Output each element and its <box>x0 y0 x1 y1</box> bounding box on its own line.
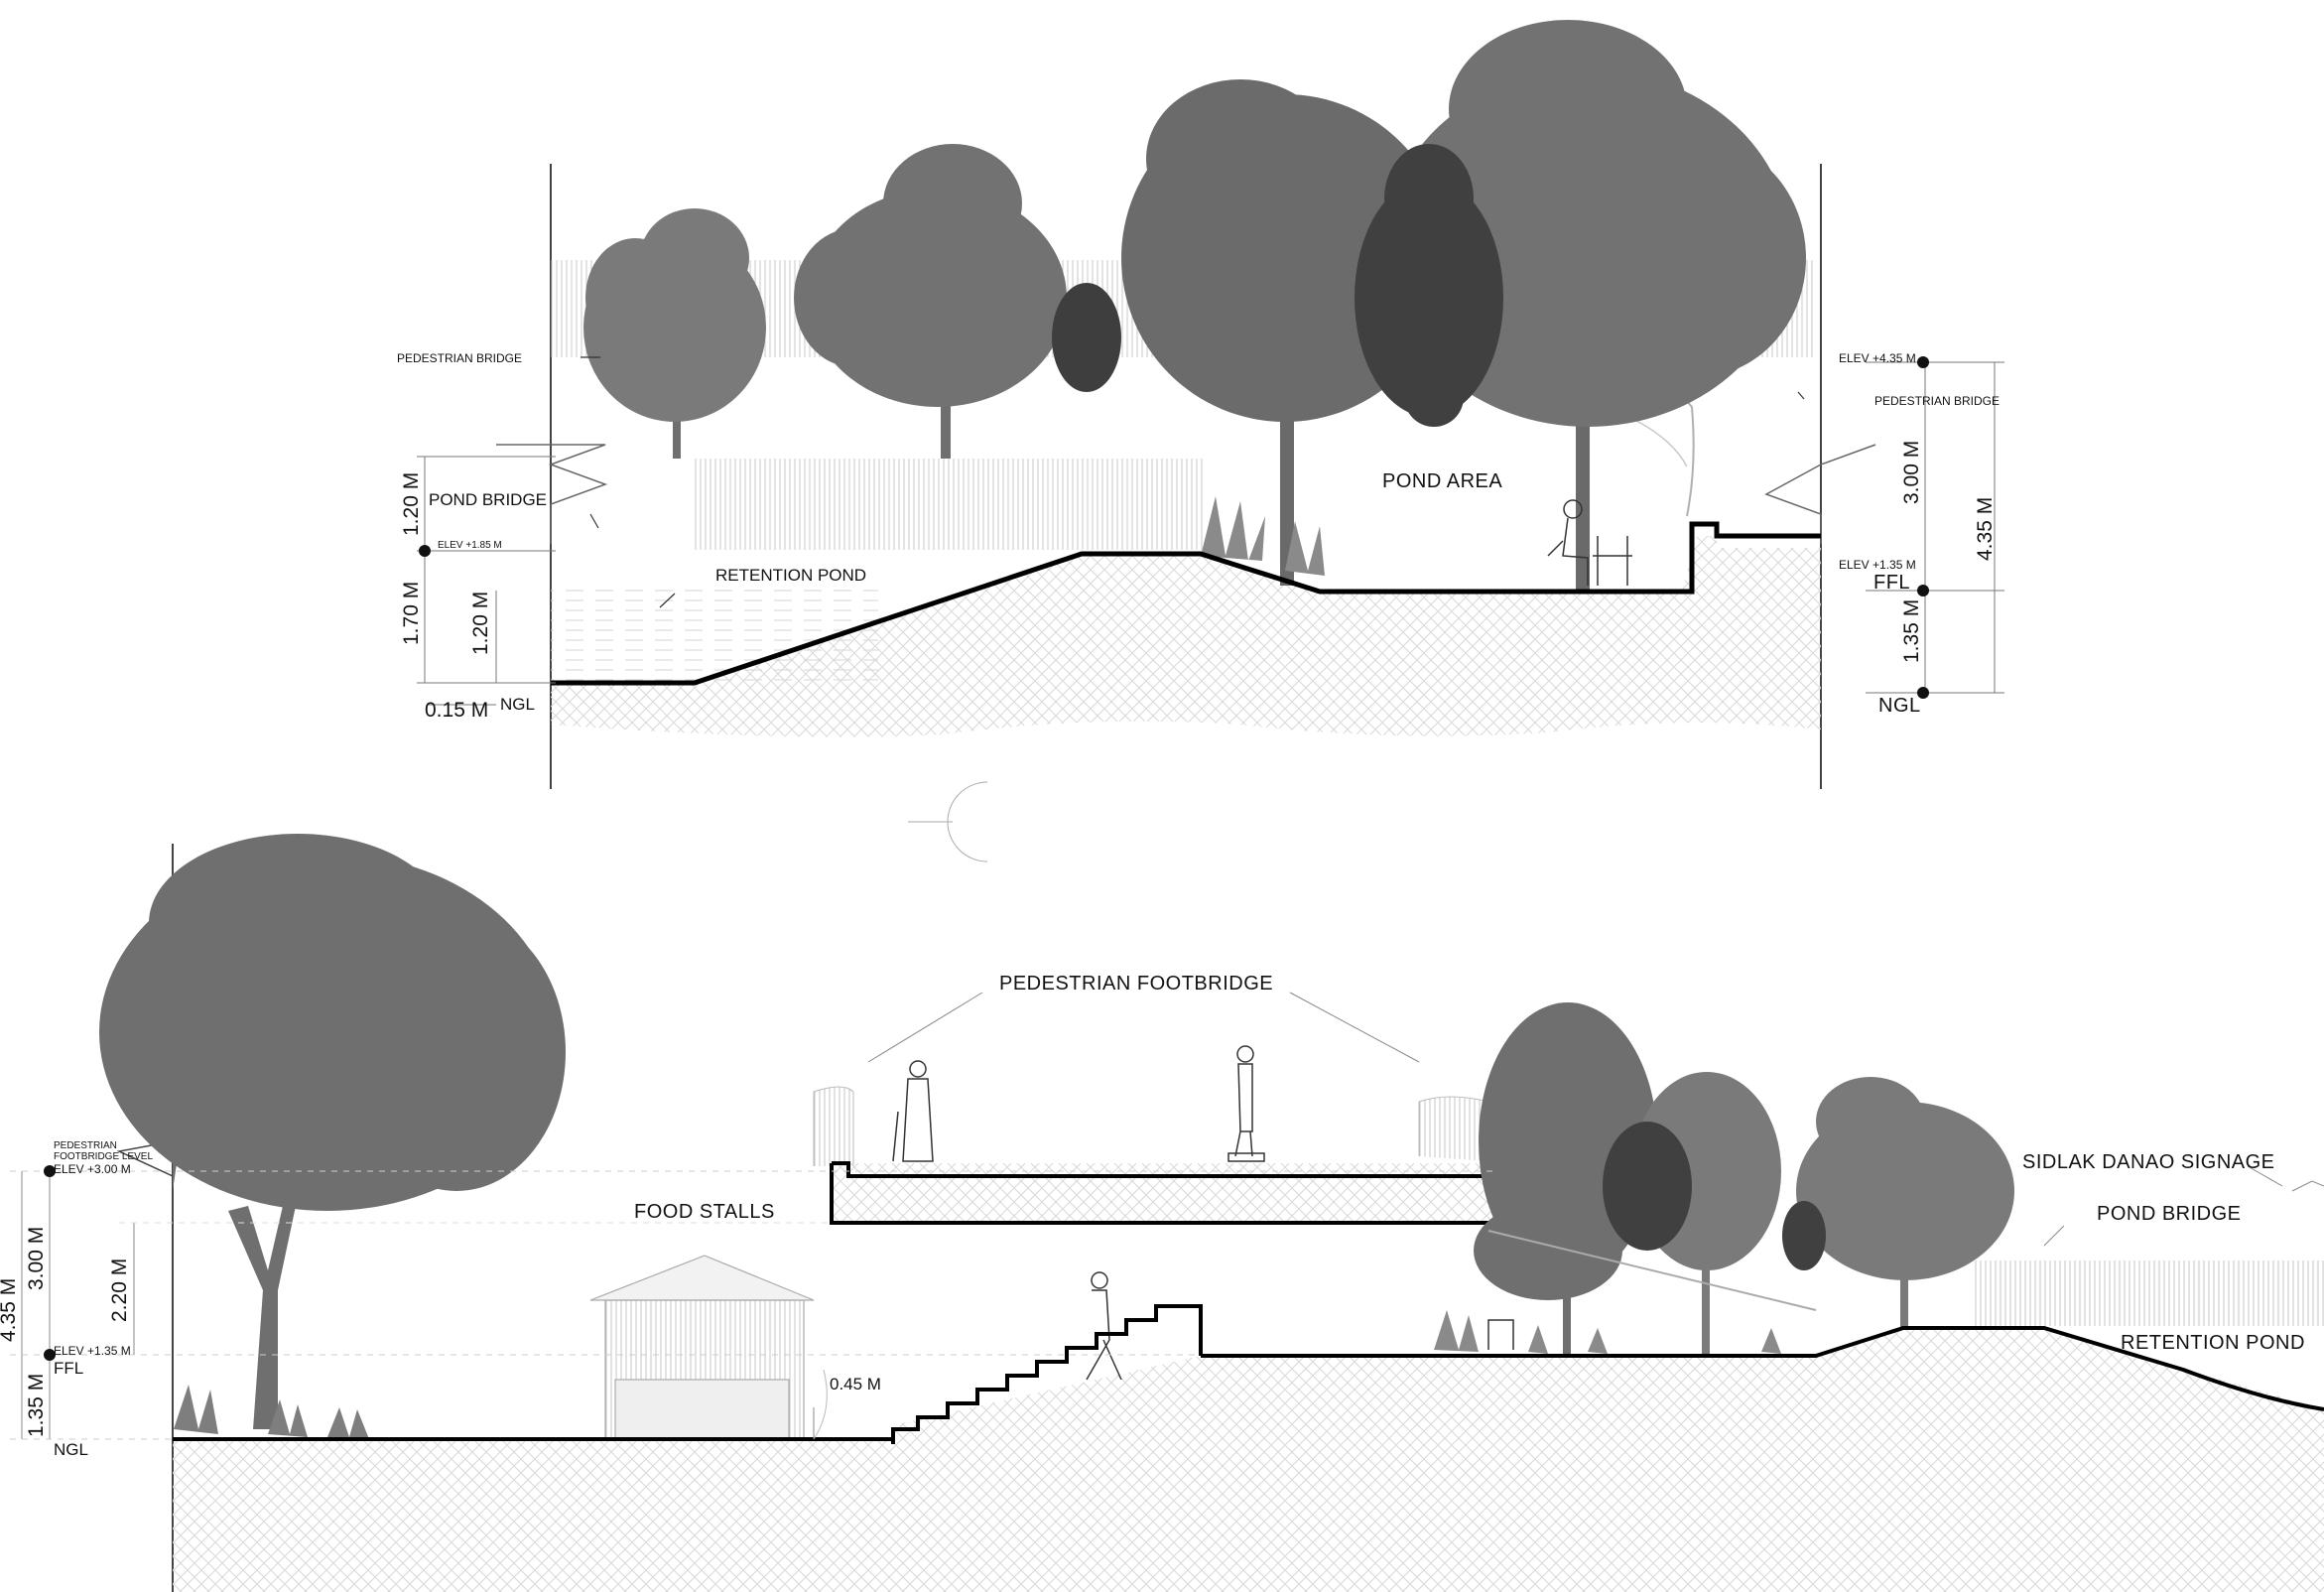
dim-a-left-mid: 1.70 M <box>400 581 423 645</box>
retention-pond-label: RETENTION POND <box>715 566 867 585</box>
sidlak-signage-label: SIDLAK DANAO SIGNAGE <box>2022 1151 2275 1173</box>
elev-435-label: ELEV +4.35 M <box>1839 351 1916 365</box>
dim-b-clearance: 2.20 M <box>108 1258 131 1322</box>
footbridge-level-label-line2: FOOTBRIDGE LEVEL <box>54 1151 154 1162</box>
food-stalls-label: FOOD STALLS <box>634 1201 775 1223</box>
section-b-ground-line <box>173 1326 2324 1441</box>
food-stall-kiosk <box>589 1255 815 1440</box>
section-a-shrubs <box>1201 496 1325 576</box>
elev-135-label: ELEV +1.35 M <box>1839 558 1916 572</box>
pedestrian-bridge-label-left: PEDESTRIAN BRIDGE <box>397 351 523 365</box>
section-a-elevation-markers <box>419 356 1929 699</box>
ngl-label-right: NGL <box>1878 695 1921 717</box>
retention-pond-label-b: RETENTION POND <box>2121 1332 2305 1354</box>
dim-b-total: 4.35 M <box>0 1278 20 1342</box>
dim-a-right-upper: 3.00 M <box>1900 440 1923 504</box>
section-a-left-dimensions <box>417 456 556 706</box>
elev-135-label-b: ELEV +1.35 M <box>54 1344 131 1358</box>
pond-area-label: POND AREA <box>1382 470 1503 492</box>
pond-bridge-label-b: POND BRIDGE <box>2097 1203 2242 1225</box>
elev-185-label: ELEV +1.85 M <box>438 540 502 551</box>
pond-bridge-railing <box>695 459 1206 550</box>
dim-a-right-lower: 1.35 M <box>1900 598 1923 663</box>
section-b-left-tree <box>99 834 566 1429</box>
section-a-trees <box>583 20 1806 592</box>
section-a-break-right <box>1764 444 1876 544</box>
section-a-break-left <box>496 444 608 544</box>
standing-figures <box>892 1045 1265 1381</box>
section-a-right-dimensions <box>1866 361 2004 694</box>
section-b-left-shrubs <box>174 1385 369 1439</box>
dim-a-left-bottom: 0.15 M <box>425 699 489 722</box>
section-b-ground-fill <box>173 1328 2324 1592</box>
stairs <box>891 1304 1203 1444</box>
step-height-label: 0.45 M <box>830 1375 881 1393</box>
ffl-label: FFL <box>1873 572 1911 594</box>
section-a-ground-line <box>551 521 1821 686</box>
dim-a-left-top: 1.20 M <box>400 471 423 536</box>
pedestrian-bridge-label-right: PEDESTRIAN BRIDGE <box>1874 394 2001 408</box>
seated-person-figure <box>1547 499 1632 586</box>
section-b-right-trees <box>1474 1002 2324 1355</box>
section-marker-circle <box>908 781 988 862</box>
pond-bridge-label: POND BRIDGE <box>429 490 548 509</box>
dim-a-right-total: 4.35 M <box>1974 496 1997 561</box>
dim-a-left-inner: 1.20 M <box>469 591 492 655</box>
section-b-elevation-markers <box>44 1165 56 1361</box>
dim-b-upper: 3.00 M <box>25 1226 48 1290</box>
footbridge-level-label-line1: PEDESTRIAN <box>54 1140 117 1151</box>
section-b-dimensions <box>10 1170 1498 1440</box>
section-a-ground-fill <box>551 536 1821 737</box>
dim-b-lower: 1.35 M <box>25 1373 48 1437</box>
ngl-label-b: NGL <box>54 1440 88 1459</box>
section-b <box>10 834 2324 1592</box>
section-a <box>417 20 2004 789</box>
ngl-label-left: NGL <box>500 695 535 714</box>
pedestrian-footbridge-structure <box>813 1086 1500 1225</box>
section-b-right-shrubs <box>1434 1310 1781 1354</box>
pedestrian-footbridge-label: PEDESTRIAN FOOTBRIDGE <box>999 973 1274 995</box>
elev-300-label: ELEV +3.00 M <box>54 1162 131 1176</box>
ffl-label-b: FFL <box>54 1359 84 1378</box>
